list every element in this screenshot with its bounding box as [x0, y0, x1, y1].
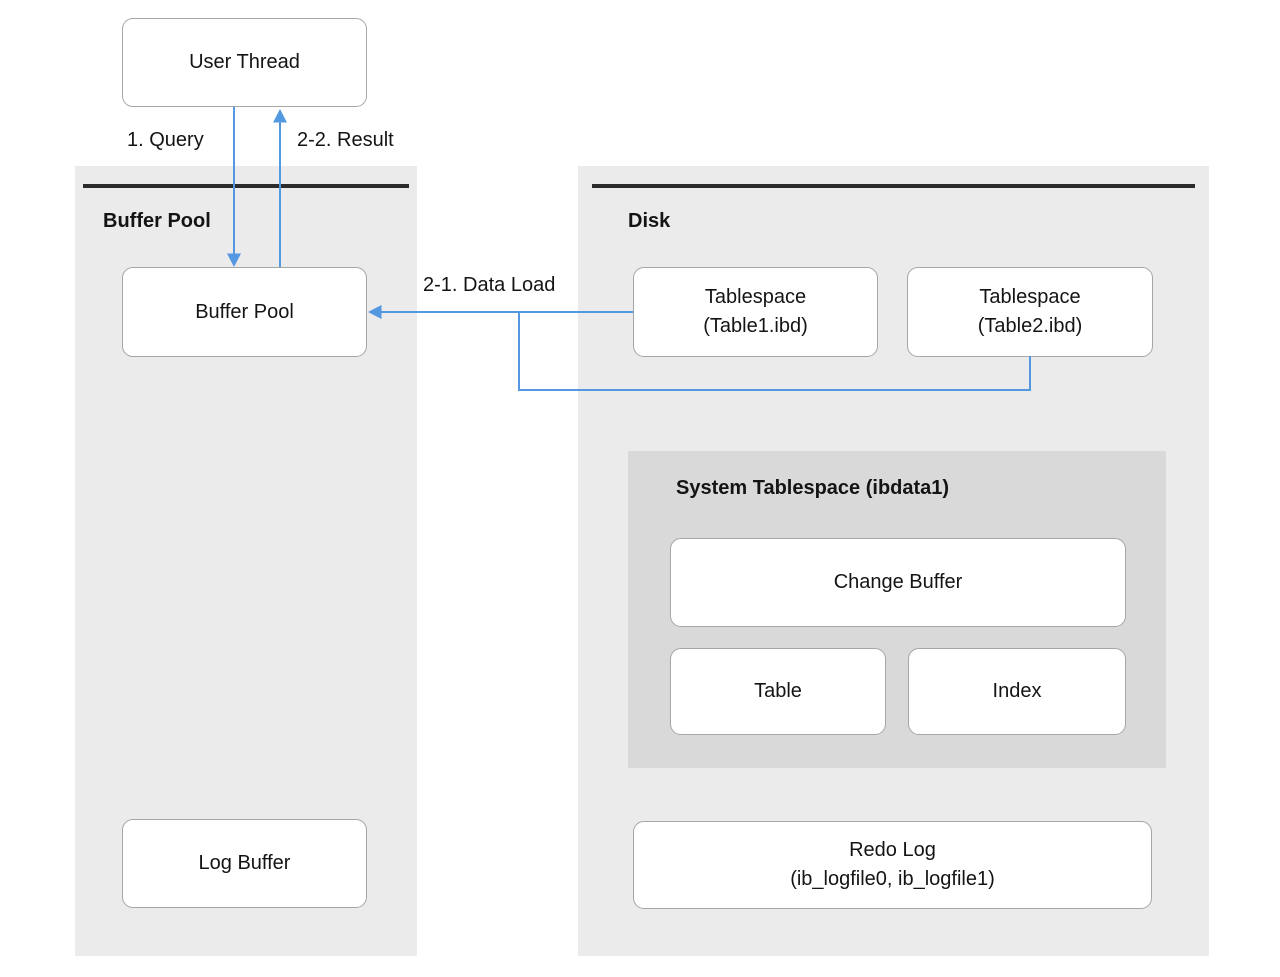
system-tablespace-title: System Tablespace (ibdata1): [676, 477, 950, 499]
disk-panel-title: Disk: [628, 210, 671, 232]
disk-panel-divider: [592, 184, 1195, 188]
table-label: Table: [754, 680, 802, 702]
buffer-pool-panel-divider: [83, 184, 409, 188]
buffer-pool-label: Buffer Pool: [195, 300, 294, 323]
change-buffer-label: Change Buffer: [833, 571, 963, 593]
buffer-pool-node: Buffer Pool: [122, 267, 367, 357]
index-label: Index: [992, 680, 1042, 702]
index-node: Index: [908, 648, 1126, 735]
disk-panel: Disk Tablespace (Table1.ibd) Tablespace …: [578, 166, 1209, 956]
tablespace2-label: Tablespace (Table2.ibd): [977, 286, 1083, 337]
tablespace2-node: Tablespace (Table2.ibd): [907, 267, 1153, 357]
edge-result-arrowhead: [273, 109, 287, 123]
tablespace1-label: Tablespace (Table1.ibd): [703, 286, 808, 337]
log-buffer-node: Log Buffer: [122, 819, 367, 908]
edge-label-data-load: 2-1. Data Load: [423, 274, 556, 296]
user-thread-label: User Thread: [189, 51, 300, 73]
edge-label-query: 1. Query: [127, 129, 204, 151]
buffer-pool-panel: Buffer Pool Buffer Pool Log Buffer: [75, 166, 417, 956]
redo-log-node: Redo Log (ib_logfile0, ib_logfile1): [633, 821, 1152, 909]
log-buffer-label: Log Buffer: [198, 852, 291, 874]
table-node: Table: [670, 648, 886, 735]
redo-log-label: Redo Log (ib_logfile0, ib_logfile1): [790, 839, 995, 890]
buffer-pool-panel-title: Buffer Pool: [103, 210, 211, 232]
user-thread-node: User Thread: [122, 18, 367, 107]
system-tablespace-panel: System Tablespace (ibdata1) Change Buffe…: [628, 451, 1166, 768]
change-buffer-node: Change Buffer: [670, 538, 1126, 627]
tablespace1-node: Tablespace (Table1.ibd): [633, 267, 878, 357]
edge-label-result: 2-2. Result: [297, 129, 394, 151]
